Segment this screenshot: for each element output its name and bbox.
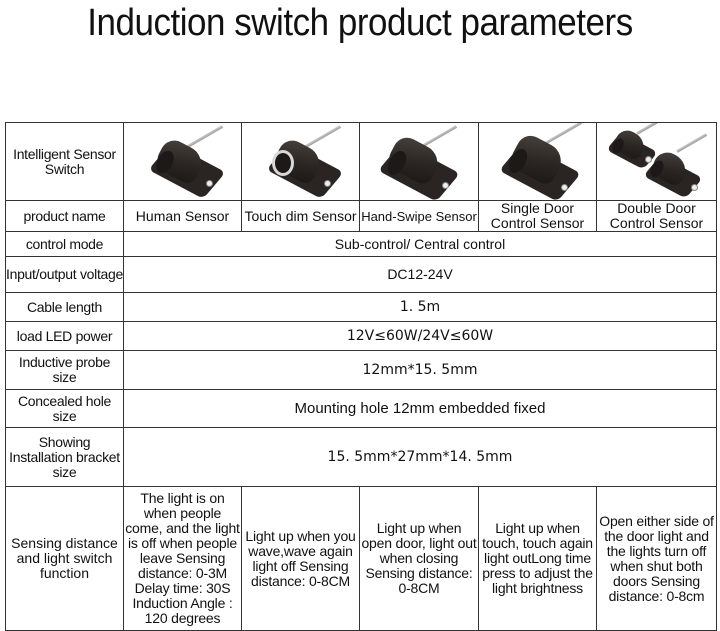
product-name-touch-dim-sensor: Touch dim Sensor bbox=[241, 200, 360, 232]
load-power-value: 12V≤60W/24V≤60W bbox=[123, 321, 717, 351]
hole-size-label: Concealed hole size bbox=[5, 389, 124, 428]
product-image-single-door-sensor bbox=[478, 122, 597, 201]
table-row-bracket-size: Showing Installation bracket size 15. 5m… bbox=[5, 427, 717, 487]
product-image-hand-swipe-sensor bbox=[359, 122, 479, 201]
table-row-probe-size: Inductive probe size 12mm*15. 5mm bbox=[5, 350, 717, 390]
function-human-sensor: The light is on when people come, and th… bbox=[123, 486, 242, 631]
table-row-voltage: Input/output voltage DC12-24V bbox=[5, 256, 717, 293]
voltage-label: Input/output voltage bbox=[5, 256, 124, 293]
function-hand-swipe-sensor: Light up when open door, light out when … bbox=[359, 486, 479, 631]
table-row-product-name: product name Human Sensor Touch dim Sens… bbox=[5, 200, 717, 232]
function-label: Sensing distance and light switch functi… bbox=[5, 486, 124, 631]
table-row-load-power: load LED power 12V≤60W/24V≤60W bbox=[5, 321, 717, 351]
load-power-label: load LED power bbox=[5, 321, 124, 351]
function-double-door-sensor: Open either side of the door light and t… bbox=[596, 486, 717, 631]
voltage-value: DC12-24V bbox=[123, 256, 717, 293]
table-row-images: Intelligent Sensor Switch bbox=[5, 122, 717, 201]
table-row-cable-length: Cable length 1. 5m bbox=[5, 292, 717, 322]
control-mode-label: control mode bbox=[5, 231, 124, 257]
hole-size-value: Mounting hole 12mm embedded fixed bbox=[123, 389, 717, 428]
control-mode-value: Sub-control/ Central control bbox=[123, 231, 717, 257]
product-image-human-sensor bbox=[123, 122, 242, 201]
bracket-size-label: Showing Installation bracket size bbox=[5, 427, 124, 487]
product-name-double-door-sensor: Double Door Control Sensor bbox=[596, 200, 717, 232]
bracket-size-value: 15. 5mm*27mm*14. 5mm bbox=[123, 427, 717, 487]
page-title: Induction switch product parameters bbox=[87, 2, 633, 44]
function-single-door-sensor: Light up when touch, touch again light o… bbox=[478, 486, 597, 631]
product-name-single-door-sensor: Single Door Control Sensor bbox=[478, 200, 597, 232]
cable-length-value: 1. 5m bbox=[123, 292, 717, 322]
product-name-human-sensor: Human Sensor bbox=[123, 200, 242, 232]
probe-size-value: 12mm*15. 5mm bbox=[123, 350, 717, 390]
product-image-touch-dim-sensor bbox=[241, 122, 360, 201]
table-row-control-mode: control mode Sub-control/ Central contro… bbox=[5, 231, 717, 257]
probe-size-label: Inductive probe size bbox=[5, 350, 124, 390]
spec-table: Intelligent Sensor Switch bbox=[5, 122, 717, 631]
function-touch-dim-sensor: Light up when you wave,wave again light … bbox=[241, 486, 360, 631]
cable-length-label: Cable length bbox=[5, 292, 124, 322]
header-label: Intelligent Sensor Switch bbox=[5, 122, 124, 201]
table-row-hole-size: Concealed hole size Mounting hole 12mm e… bbox=[5, 389, 717, 428]
product-image-double-door-sensor bbox=[596, 122, 717, 201]
table-row-function: Sensing distance and light switch functi… bbox=[5, 486, 717, 631]
product-name-hand-swipe-sensor: Hand-Swipe Sensor bbox=[359, 200, 479, 232]
product-name-label: product name bbox=[5, 200, 124, 232]
